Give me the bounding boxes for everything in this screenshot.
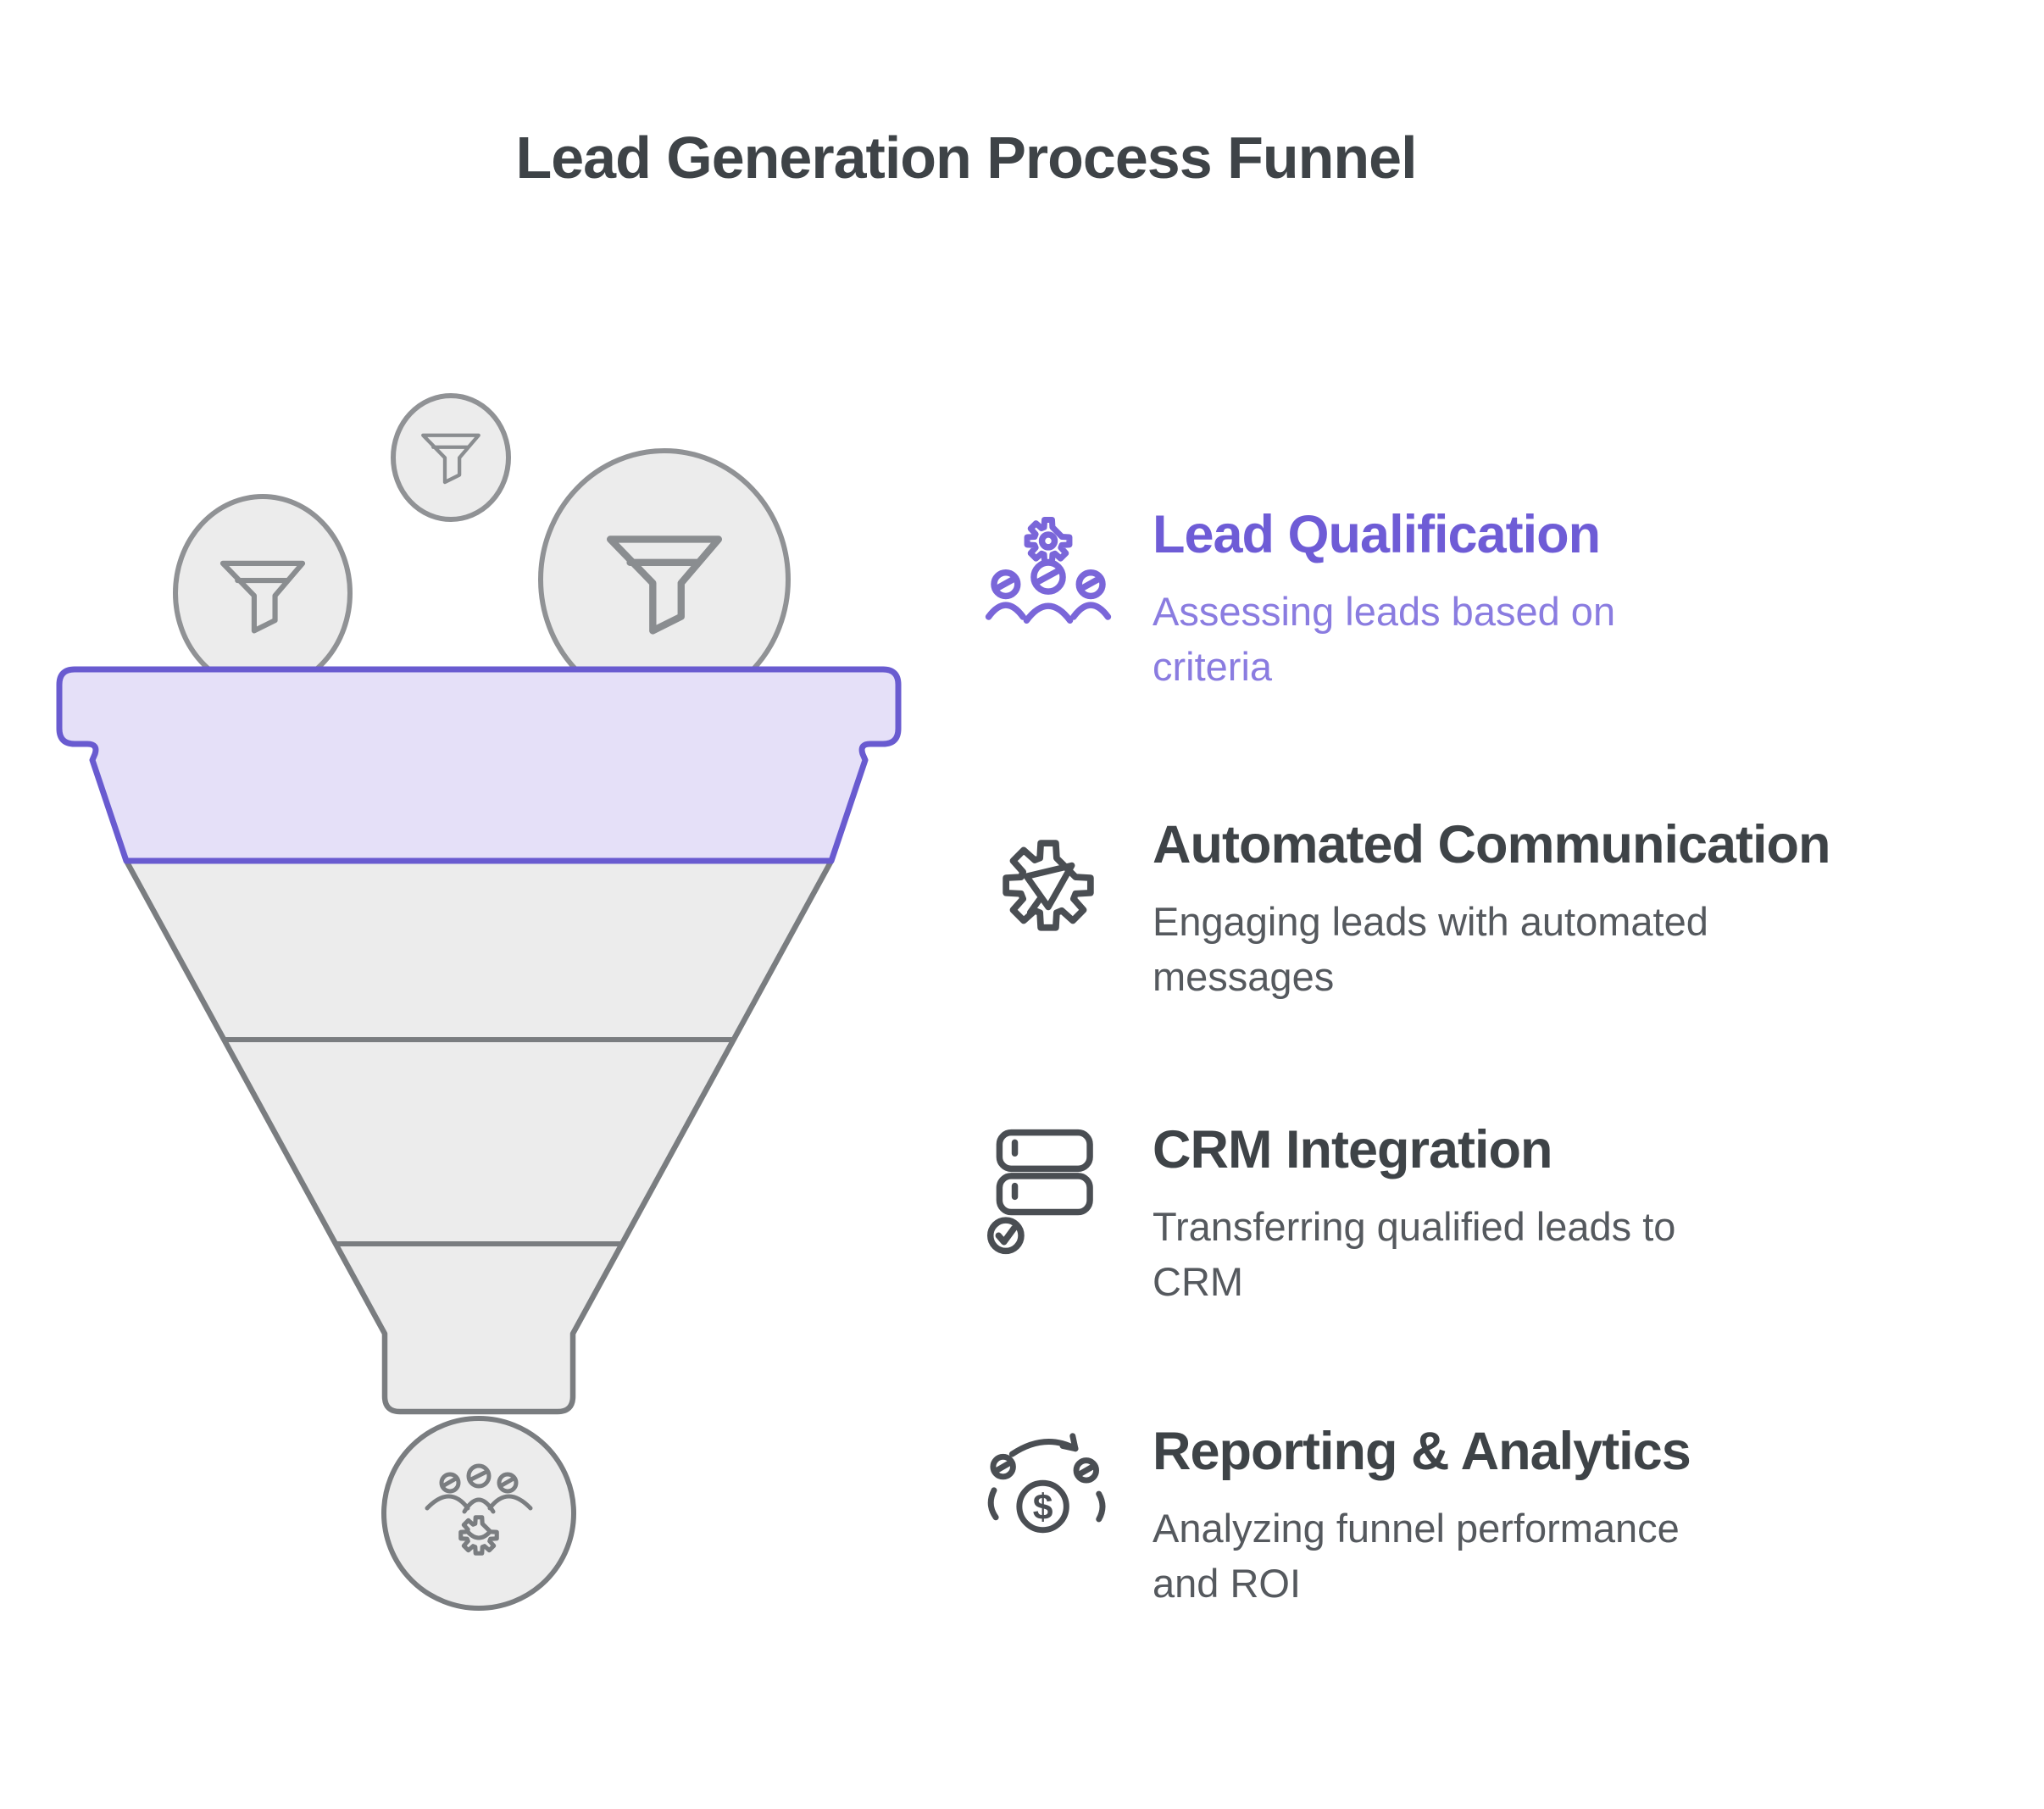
funnel-diagram bbox=[56, 393, 902, 1611]
money-cycle-icon: $ bbox=[985, 1425, 1112, 1561]
item-text: CRM Integration Transferring qualified l… bbox=[1153, 1120, 2036, 1310]
funnel-body bbox=[123, 857, 835, 1415]
server-check-icon bbox=[985, 1124, 1112, 1259]
item-description: Engaging leads with automated messages bbox=[1153, 898, 1708, 1000]
bubble-small bbox=[391, 393, 511, 522]
list-item-reporting-analytics: $ Reporting & Analytics Analyzing funnel… bbox=[985, 1422, 2036, 1612]
item-description: Analyzing funnel performance and ROI bbox=[1153, 1505, 1680, 1606]
page-title: Lead Generation Process Funnel bbox=[515, 125, 1417, 191]
list-item-crm-integration: CRM Integration Transferring qualified l… bbox=[985, 1120, 2036, 1310]
svg-text:$: $ bbox=[1033, 1487, 1053, 1528]
gear-people-icon bbox=[425, 1463, 533, 1553]
funnel-stage-top bbox=[56, 666, 902, 864]
item-title: Lead Qualification bbox=[1153, 505, 1601, 564]
bubble-medium bbox=[173, 494, 353, 692]
gear-megaphone-icon bbox=[985, 818, 1112, 954]
item-text: Lead Qualification Assessing leads based… bbox=[1153, 505, 2036, 695]
lead-bubbles bbox=[173, 393, 791, 711]
list-item-lead-qualification: Lead Qualification Assessing leads based… bbox=[985, 505, 2036, 695]
funnel-outlet-circle bbox=[381, 1416, 576, 1611]
item-title: Reporting & Analytics bbox=[1153, 1422, 1691, 1481]
item-title: CRM Integration bbox=[1153, 1120, 1552, 1179]
list-item-automated-communication: Automated Communication Engaging leads w… bbox=[985, 815, 2036, 1005]
item-text: Automated Communication Engaging leads w… bbox=[1153, 815, 2036, 1005]
item-title: Automated Communication bbox=[1153, 815, 1831, 874]
item-description: Transferring qualified leads to CRM bbox=[1153, 1203, 1676, 1305]
gear-people-icon bbox=[985, 508, 1112, 644]
item-text: Reporting & Analytics Analyzing funnel p… bbox=[1153, 1422, 2036, 1612]
item-description: Assessing leads based on criteria bbox=[1153, 588, 1616, 690]
